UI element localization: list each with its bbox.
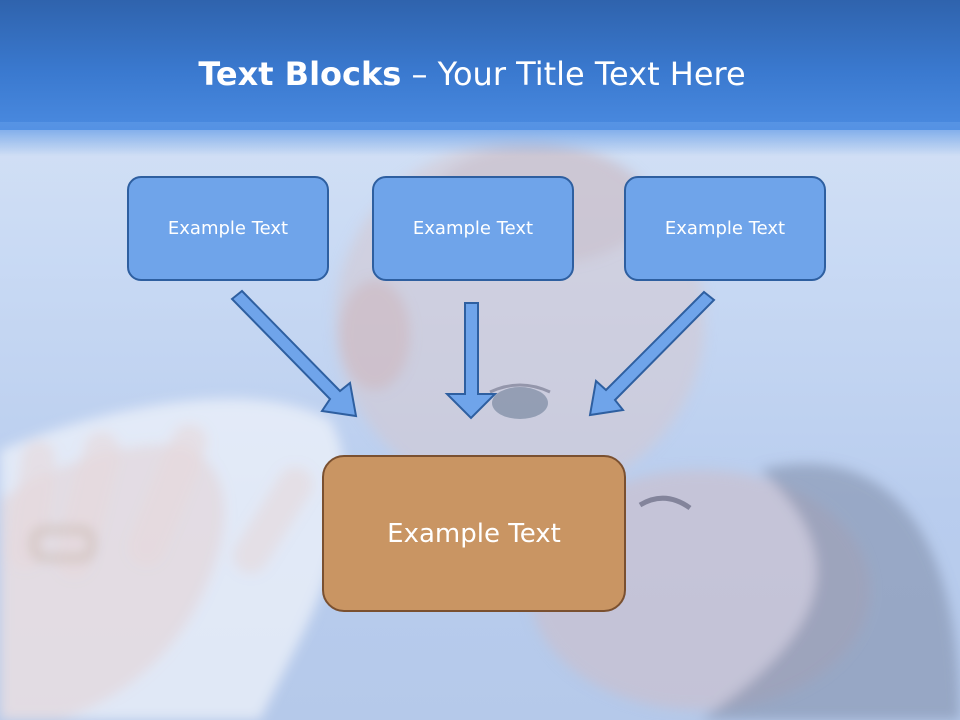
arrow-left-diagonal: [230, 289, 358, 418]
top-box-3-label: Example Text: [664, 218, 786, 239]
slide-title-bold: Text Blocks: [198, 55, 402, 93]
arrow-right-diagonal: [588, 290, 716, 417]
slide-title-rest: Your Title Text Here: [437, 55, 746, 93]
top-box-3: Example Text: [624, 176, 826, 281]
top-box-1: Example Text: [127, 176, 329, 281]
slide-title: Text Blocks – Your Title Text Here: [0, 52, 944, 96]
center-box-label: Example Text: [387, 518, 561, 549]
slide-title-dash: –: [401, 55, 438, 93]
center-box: Example Text: [322, 455, 626, 612]
arrow-center-down: [444, 302, 498, 420]
top-box-2: Example Text: [372, 176, 574, 281]
title-bar: [0, 0, 960, 130]
top-box-2-label: Example Text: [412, 218, 534, 239]
title-bar-fade: [0, 122, 960, 156]
top-box-1-label: Example Text: [167, 218, 289, 239]
